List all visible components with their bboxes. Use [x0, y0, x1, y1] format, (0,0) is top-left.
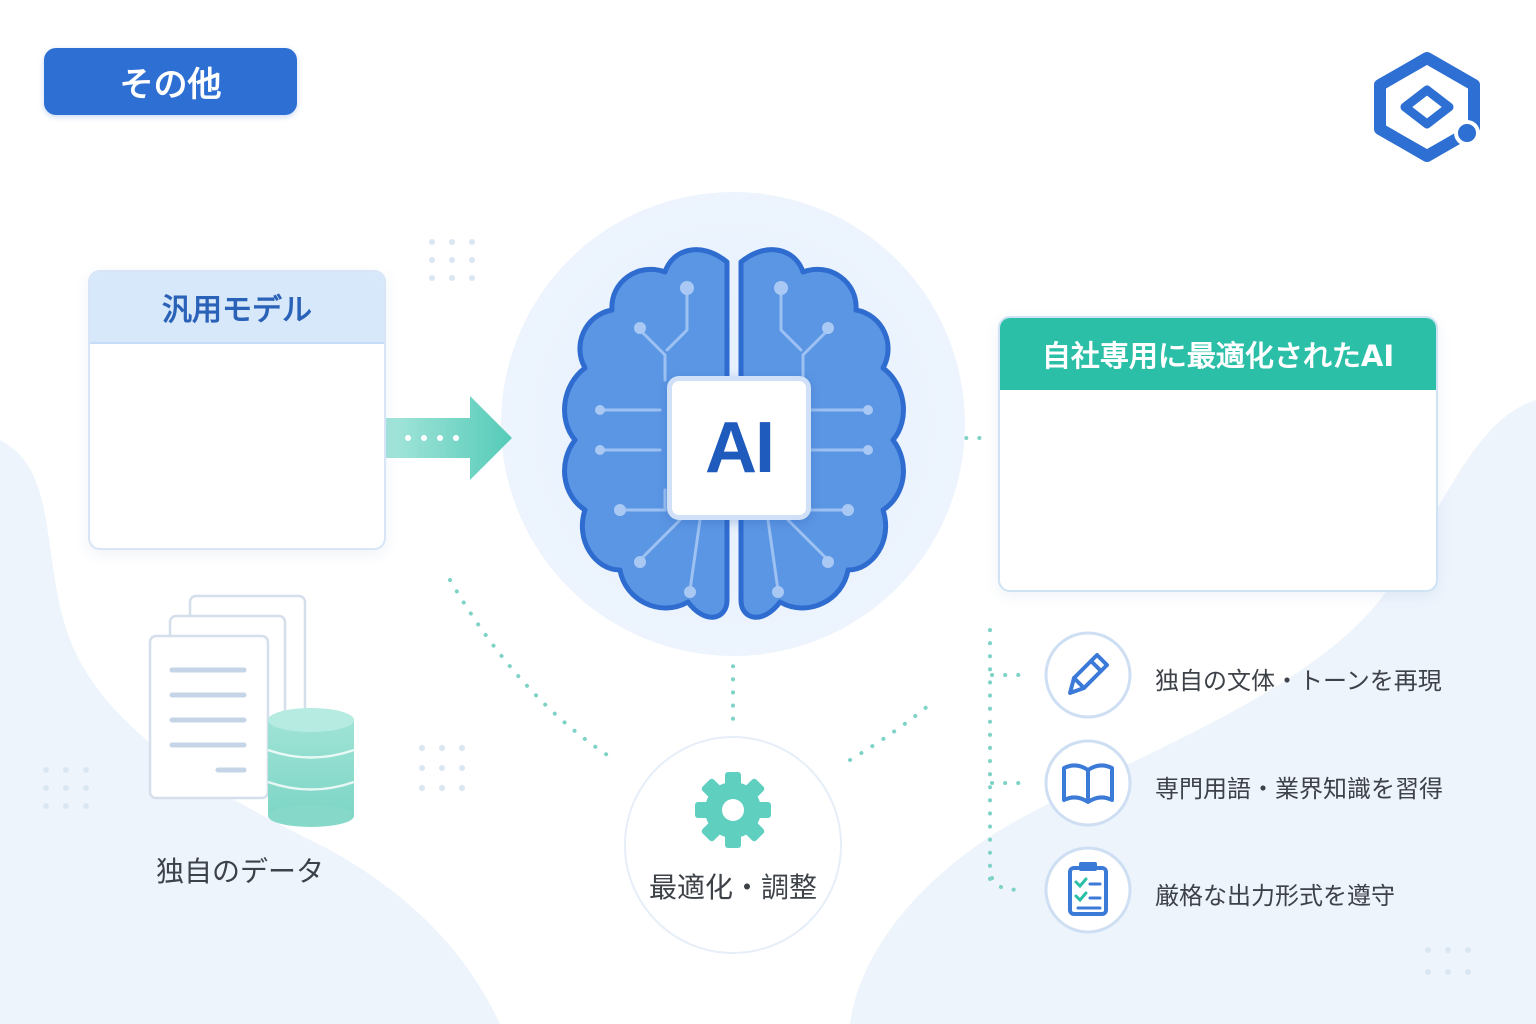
ai-chip-label: AI — [705, 408, 775, 488]
optimized-ai-card: 自社専用に最適化されたAI — [998, 316, 1438, 592]
brain-icon — [562, 247, 906, 620]
feature-checklist — [1044, 846, 1132, 934]
general-model-card: 汎用モデル — [88, 270, 386, 550]
feature-label-format: 厳格な出力形式を遵守 — [1155, 882, 1395, 910]
optimization-label: 最適化・調整 — [648, 871, 817, 904]
optimized-ai-title: 自社専用に最適化されたAI — [1000, 318, 1436, 390]
brand-logo-icon — [1374, 52, 1480, 162]
feature-book — [1044, 739, 1132, 827]
proprietary-data-label: 独自のデータ — [155, 855, 324, 888]
pencil-icon — [1068, 653, 1109, 695]
database-icon — [267, 708, 355, 827]
background-shapes — [0, 400, 1536, 1024]
checklist-icon — [1068, 862, 1108, 916]
gear-icon — [695, 772, 771, 848]
dot-grids — [43, 239, 1471, 975]
feature-label-tone: 独自の文体・トーンを再現 — [1155, 667, 1442, 695]
feature-pencil — [1044, 631, 1132, 719]
feature-label-terminology: 専門用語・業界知識を習得 — [1155, 775, 1443, 803]
documents-icon — [148, 594, 307, 800]
category-tag: その他 — [44, 48, 297, 115]
ai-chip: AI — [667, 376, 811, 520]
flow-arrow-icon — [384, 396, 512, 480]
book-icon — [1062, 763, 1114, 804]
general-model-title: 汎用モデル — [90, 272, 384, 344]
